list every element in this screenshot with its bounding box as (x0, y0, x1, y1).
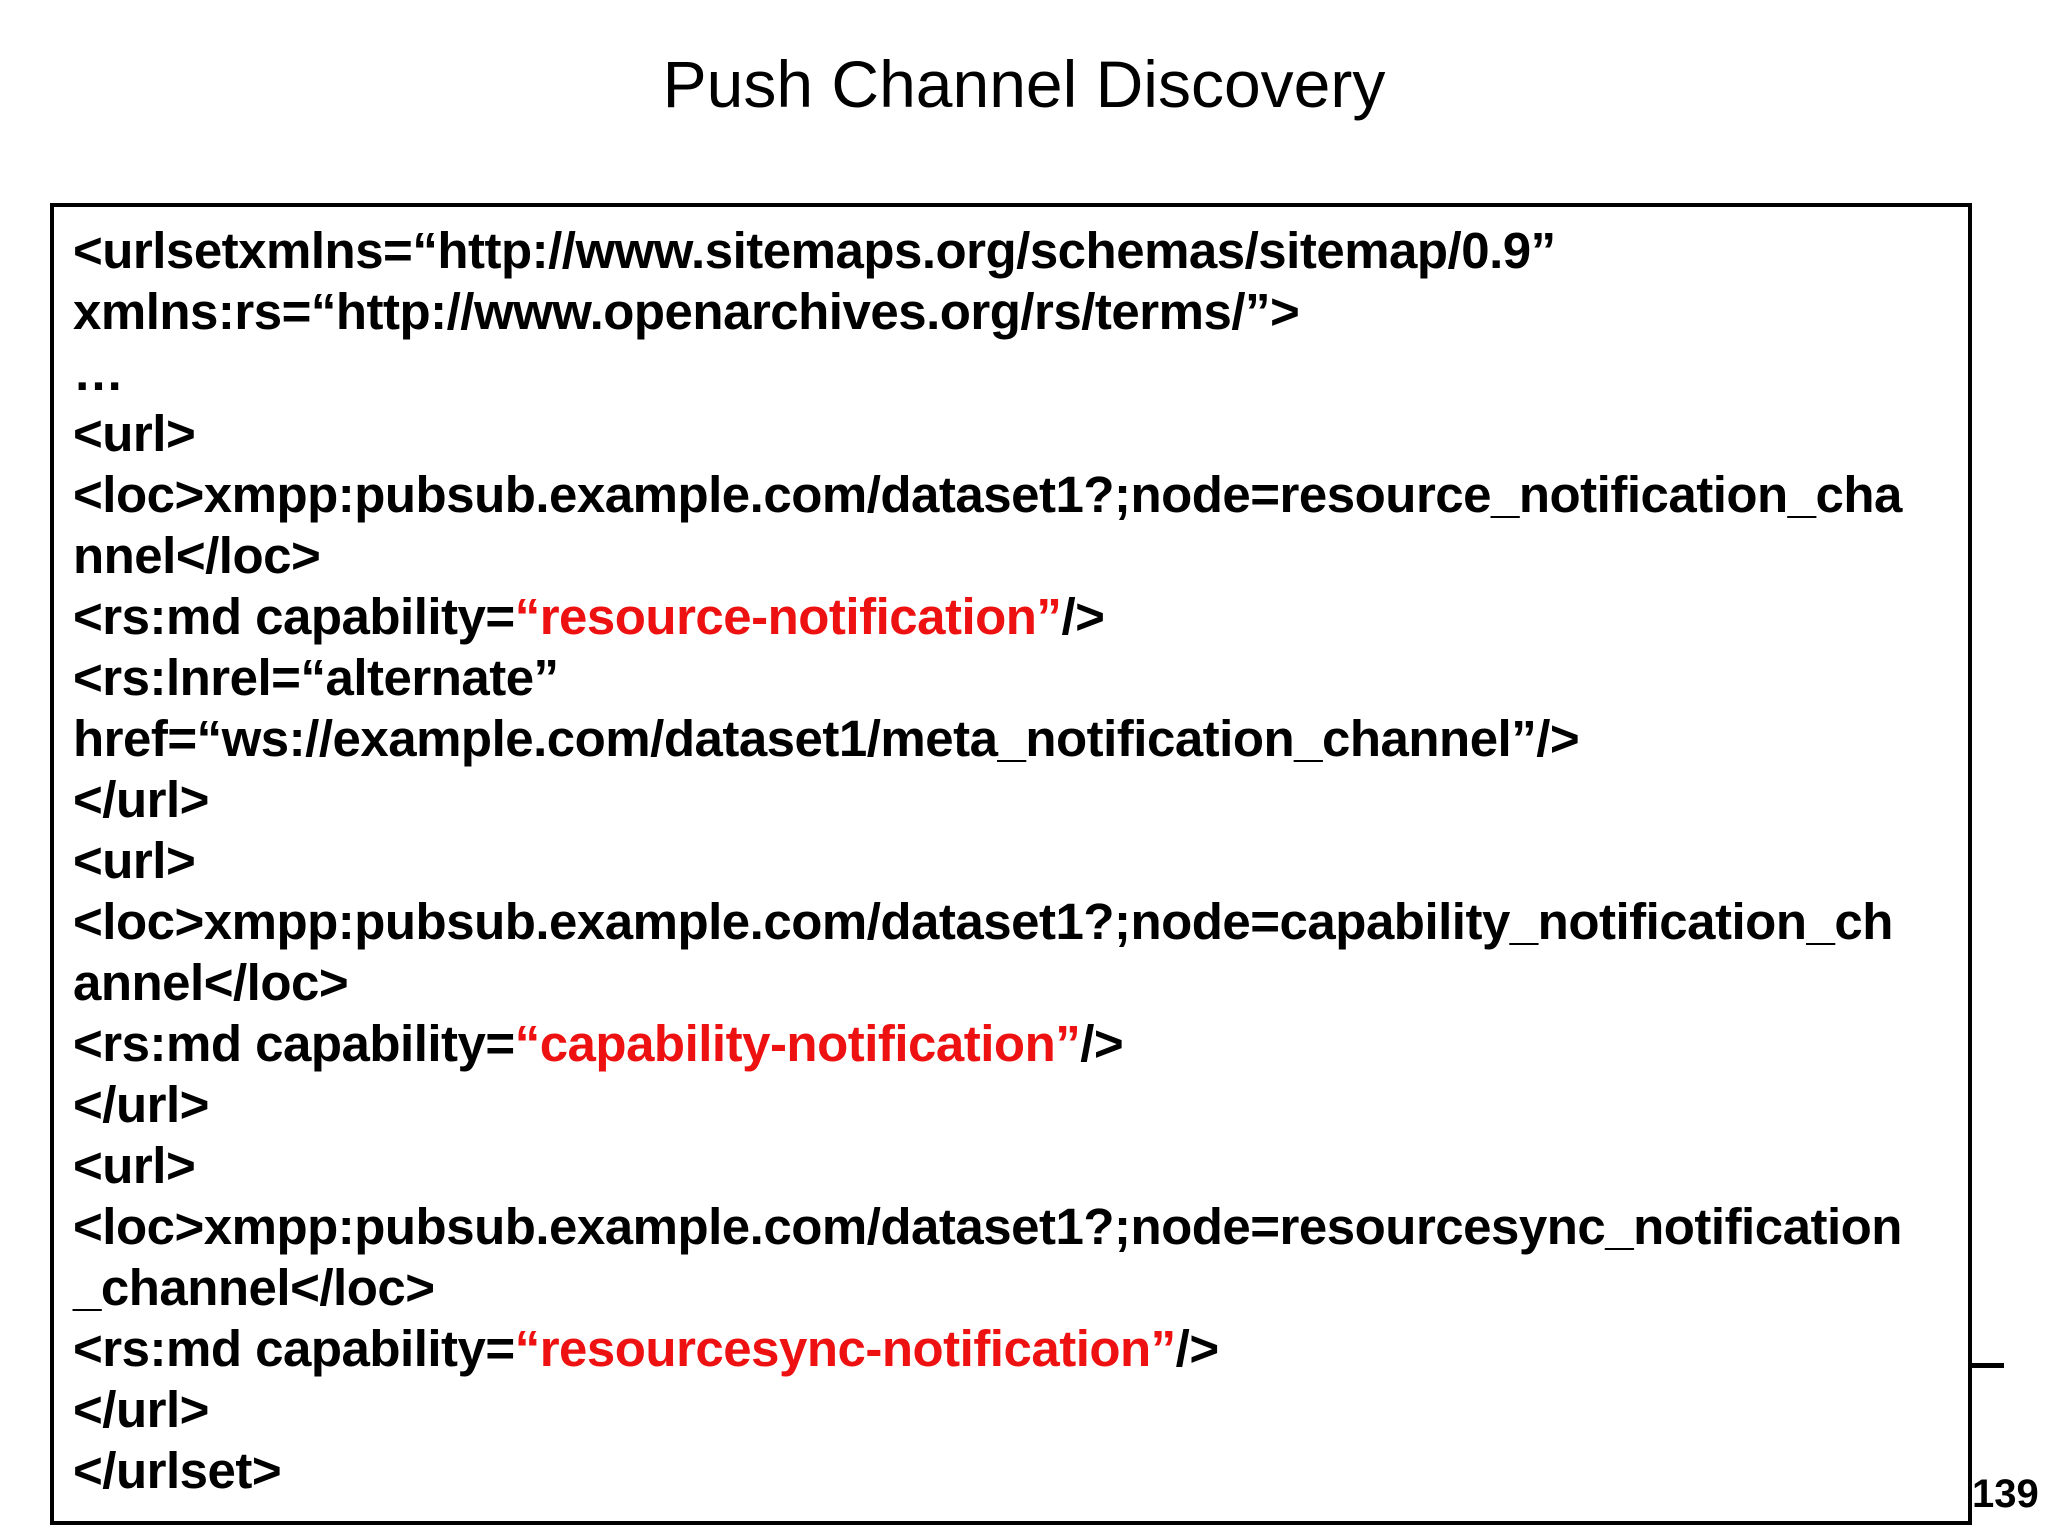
code-line: nnel</loc> (73, 525, 1962, 586)
code-line: </url> (73, 769, 1962, 830)
code-line: xmlns:rs=“http://www.openarchives.org/rs… (73, 281, 1962, 342)
code-segment: _channel</loc> (73, 1259, 435, 1316)
code-segment: <loc>xmpp:pubsub.example.com/dataset1?;n… (73, 1198, 1902, 1255)
code-line: <rs:lnrel=“alternate” (73, 647, 1962, 708)
code-line: <loc>xmpp:pubsub.example.com/dataset1?;n… (73, 1196, 1962, 1257)
page-number: 139 (1972, 1472, 2039, 1516)
code-line: <url> (73, 403, 1962, 464)
code-segment: </urlset> (73, 1442, 282, 1499)
code-line: <urlsetxmlns=“http://www.sitemaps.org/sc… (73, 220, 1962, 281)
code-line: … (73, 342, 1962, 403)
code-line: </urlset> (73, 1440, 1962, 1501)
code-segment: </url> (73, 771, 209, 828)
code-segment: <rs:md capability= (73, 588, 515, 645)
code-block: <urlsetxmlns=“http://www.sitemaps.org/sc… (73, 220, 1962, 1501)
code-line: <loc>xmpp:pubsub.example.com/dataset1?;n… (73, 464, 1962, 525)
code-line: <rs:md capability=“capability-notificati… (73, 1013, 1962, 1074)
code-segment: /> (1175, 1320, 1219, 1377)
code-segment: /> (1080, 1015, 1124, 1072)
code-segment: <loc>xmpp:pubsub.example.com/dataset1?;n… (73, 466, 1902, 523)
code-line: <rs:md capability=“resource-notification… (73, 586, 1962, 647)
code-line: <loc>xmpp:pubsub.example.com/dataset1?;n… (73, 891, 1962, 952)
code-line: <url> (73, 830, 1962, 891)
code-segment: <loc>xmpp:pubsub.example.com/dataset1?;n… (73, 893, 1893, 950)
code-segment: <urlsetxmlns=“http://www.sitemaps.org/sc… (73, 222, 1556, 279)
code-segment: </url> (73, 1076, 209, 1133)
code-segment: <rs:lnrel=“alternate” (73, 649, 559, 706)
code-segment: <rs:md capability= (73, 1015, 515, 1072)
code-line: <rs:md capability=“resourcesync-notifica… (73, 1318, 1962, 1379)
code-segment: </url> (73, 1381, 209, 1438)
page-title: Push Channel Discovery (662, 47, 1386, 121)
code-line: annel</loc> (73, 952, 1962, 1013)
code-segment: <url> (73, 1137, 196, 1194)
code-segment: <url> (73, 405, 196, 462)
code-segment: <rs:md capability= (73, 1320, 515, 1377)
highlighted-code-segment: “resource-notification” (514, 588, 1062, 645)
code-segment: … (73, 344, 124, 401)
code-line: </url> (73, 1379, 1962, 1440)
tick-mark (1972, 1363, 2004, 1368)
code-segment: nnel</loc> (73, 527, 321, 584)
code-box: <urlsetxmlns=“http://www.sitemaps.org/sc… (50, 203, 1972, 1525)
code-segment: <url> (73, 832, 196, 889)
code-line: <url> (73, 1135, 1962, 1196)
code-line: _channel</loc> (73, 1257, 1962, 1318)
highlighted-code-segment: “resourcesync-notification” (514, 1320, 1176, 1377)
highlighted-code-segment: “capability-notification” (514, 1015, 1081, 1072)
code-segment: xmlns:rs=“http://www.openarchives.org/rs… (73, 283, 1300, 340)
code-segment: href=“ws://example.com/dataset1/meta_not… (73, 710, 1580, 767)
code-segment: annel</loc> (73, 954, 349, 1011)
code-line: </url> (73, 1074, 1962, 1135)
code-line: href=“ws://example.com/dataset1/meta_not… (73, 708, 1962, 769)
code-segment: /> (1061, 588, 1105, 645)
